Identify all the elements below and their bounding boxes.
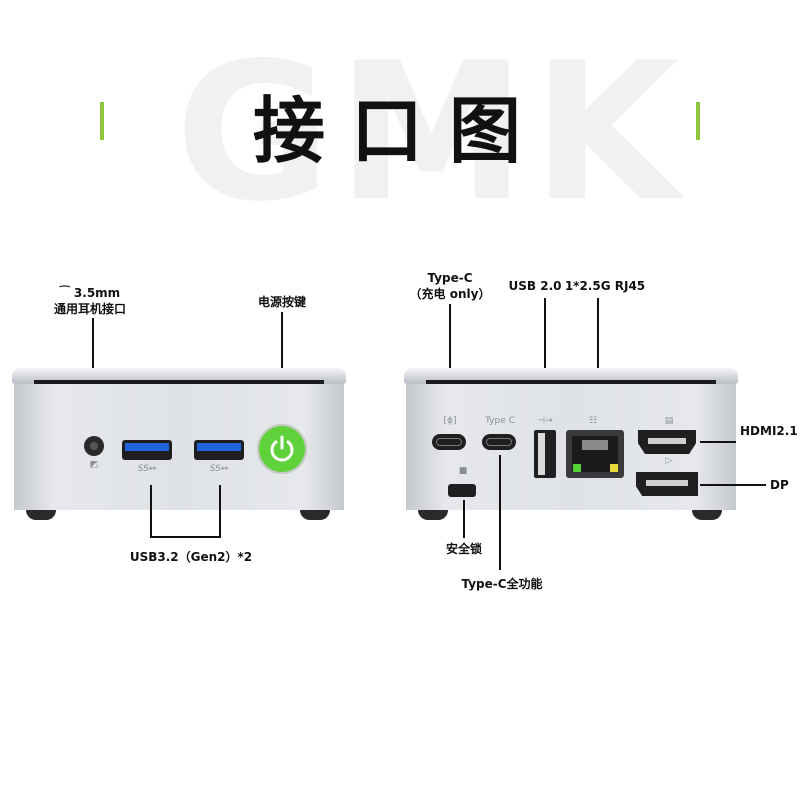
usb3-port	[194, 440, 244, 460]
typec-charge-port	[432, 434, 466, 450]
rj45-label: 1*2.5G RJ45	[564, 279, 646, 293]
superspeed-usb-icon: SS↭	[209, 464, 229, 474]
typec-full-port	[482, 434, 516, 450]
device-foot	[692, 510, 722, 520]
headphone-icon: ◩	[89, 460, 99, 470]
typec-full-leader	[499, 455, 501, 570]
usb3-port	[122, 440, 172, 460]
power-button[interactable]	[257, 424, 307, 474]
power-button-label: 电源按键	[257, 295, 306, 309]
page-title: 接口图	[252, 89, 547, 173]
displayport-port	[636, 472, 698, 496]
audio-jack	[84, 436, 104, 456]
usb3-label: USB3.2（Gen2）*2	[129, 550, 253, 564]
audio-jack-label: ⁀ 3.5mm	[59, 286, 121, 300]
typec-charge-desc: （充电 only）	[409, 287, 491, 301]
superspeed-usb-icon: SS↭	[137, 464, 157, 474]
mini-pc-rear: [ϕ] Type C ■ ⊣→ ☷ ▤ ▷	[404, 368, 738, 520]
typec-charge-leader	[449, 304, 451, 406]
typec-port-print: Type C	[485, 416, 515, 426]
usb2-label: USB 2.0	[508, 279, 562, 293]
usb2-port	[534, 430, 556, 478]
device-foot	[418, 510, 448, 520]
hdmi-icon: ▤	[664, 416, 674, 426]
security-lock-slot	[448, 484, 476, 497]
lightning-icon: [ϕ]	[443, 416, 457, 426]
usb-bracket-left	[150, 485, 152, 538]
device-foot	[26, 510, 56, 520]
lock-icon: ■	[458, 466, 468, 476]
usb-bracket-right	[219, 485, 221, 538]
rj45-led-green	[573, 464, 581, 472]
rj45-leader	[597, 298, 599, 401]
mini-pc-front: ◩ SS↭ SS↭	[12, 368, 346, 520]
usb-bracket-bottom	[150, 536, 221, 538]
hdmi-leader	[700, 441, 736, 443]
hdmi-port	[638, 430, 696, 454]
usb-icon: ⊣→	[537, 416, 553, 426]
lock-label: 安全锁	[445, 542, 482, 556]
device-foot	[300, 510, 330, 520]
dp-label: DP	[770, 478, 789, 492]
power-icon	[270, 435, 294, 462]
rj45-port	[566, 430, 624, 478]
dp-leader	[700, 484, 766, 486]
usb2-leader	[544, 298, 546, 401]
lock-leader	[463, 500, 465, 538]
brand-watermark: GMK	[175, 22, 686, 243]
typec-charge-label: Type-C	[427, 271, 473, 285]
accent-bar-right	[696, 102, 700, 140]
network-icon: ☷	[588, 416, 598, 426]
rj45-led-yellow	[610, 464, 618, 472]
typec-full-label: Type-C全功能	[461, 577, 543, 591]
audio-jack-desc: 通用耳机接口	[53, 302, 126, 316]
hdmi-label: HDMI2.1	[740, 424, 798, 438]
accent-bar-left	[100, 102, 104, 140]
displayport-icon: ▷	[665, 456, 673, 466]
